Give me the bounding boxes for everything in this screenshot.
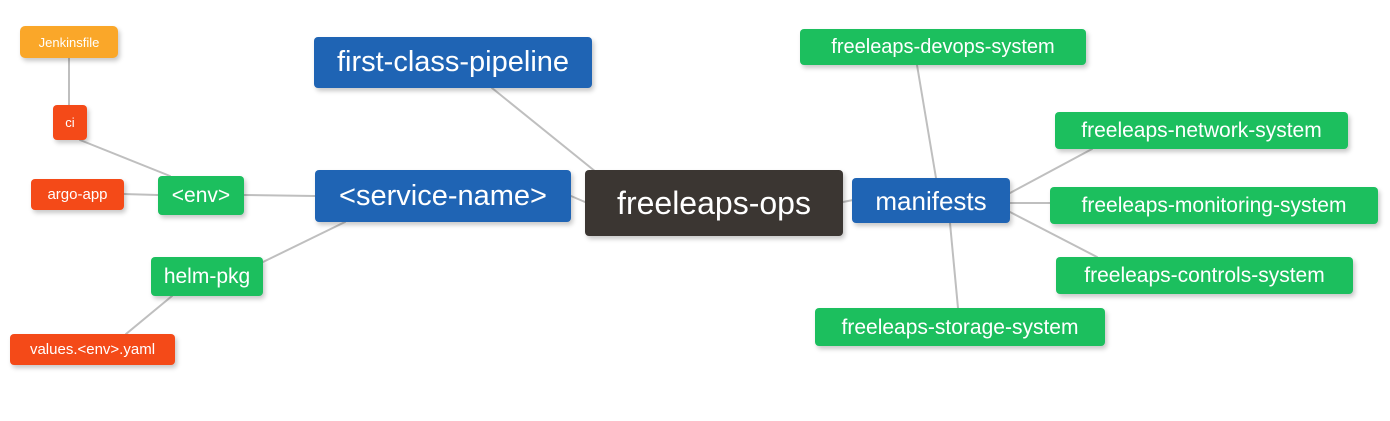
node-label-freeleaps-network-system: freeleaps-network-system — [1081, 119, 1322, 142]
node-label-values-env-yaml: values.<env>.yaml — [29, 341, 156, 358]
node-freeleaps-network-system[interactable]: freeleaps-network-system — [1055, 112, 1348, 149]
node-label-ci: ci — [65, 115, 75, 130]
node-label-freeleaps-ops: freeleaps-ops — [617, 185, 811, 221]
node-freeleaps-controls-system[interactable]: freeleaps-controls-system — [1056, 257, 1353, 294]
node-label-argo-app: argo-app — [47, 186, 108, 203]
node-label-freeleaps-storage-system: freeleaps-storage-system — [841, 315, 1079, 339]
edge-service-name-to-env — [243, 194, 316, 197]
edge-service-name-to-helm-pkg — [262, 221, 346, 263]
node-freeleaps-ops[interactable]: freeleaps-ops — [585, 170, 843, 236]
edge-env-to-argo-app — [123, 193, 159, 196]
node-jenkinsfile[interactable]: Jenkinsfile — [20, 26, 118, 58]
node-manifests[interactable]: manifests — [852, 178, 1010, 223]
node-freeleaps-monitoring-system[interactable]: freeleaps-monitoring-system — [1050, 187, 1378, 224]
node-helm-pkg[interactable]: helm-pkg — [151, 257, 263, 296]
node-label-first-class-pipeline: first-class-pipeline — [336, 46, 570, 78]
edge-freeleaps-ops-to-first-class-pipeline — [491, 87, 597, 173]
node-label-env: <env> — [171, 184, 231, 207]
node-first-class-pipeline[interactable]: first-class-pipeline — [314, 37, 592, 88]
edge-freeleaps-ops-to-service-name — [570, 195, 586, 203]
node-label-jenkinsfile: Jenkinsfile — [38, 34, 100, 50]
edge-helm-pkg-to-values-env-yaml — [125, 295, 173, 335]
node-freeleaps-devops-system[interactable]: freeleaps-devops-system — [800, 29, 1086, 65]
node-label-manifests: manifests — [875, 185, 987, 216]
node-values-env-yaml[interactable]: values.<env>.yaml — [10, 334, 175, 365]
node-label-service-name: <service-name> — [339, 179, 547, 212]
node-freeleaps-storage-system[interactable]: freeleaps-storage-system — [815, 308, 1105, 346]
node-label-freeleaps-monitoring-system: freeleaps-monitoring-system — [1081, 194, 1347, 217]
node-label-freeleaps-controls-system: freeleaps-controls-system — [1084, 264, 1325, 287]
node-ci[interactable]: ci — [53, 105, 87, 140]
node-argo-app[interactable]: argo-app — [31, 179, 124, 210]
edge-manifests-to-freeleaps-devops-system — [916, 64, 937, 179]
node-label-freeleaps-devops-system: freeleaps-devops-system — [831, 36, 1055, 58]
node-service-name[interactable]: <service-name> — [315, 170, 571, 222]
edge-env-to-ci — [79, 139, 171, 177]
node-label-helm-pkg: helm-pkg — [163, 265, 251, 288]
node-env[interactable]: <env> — [158, 176, 244, 215]
edge-manifests-to-freeleaps-storage-system — [949, 222, 959, 309]
